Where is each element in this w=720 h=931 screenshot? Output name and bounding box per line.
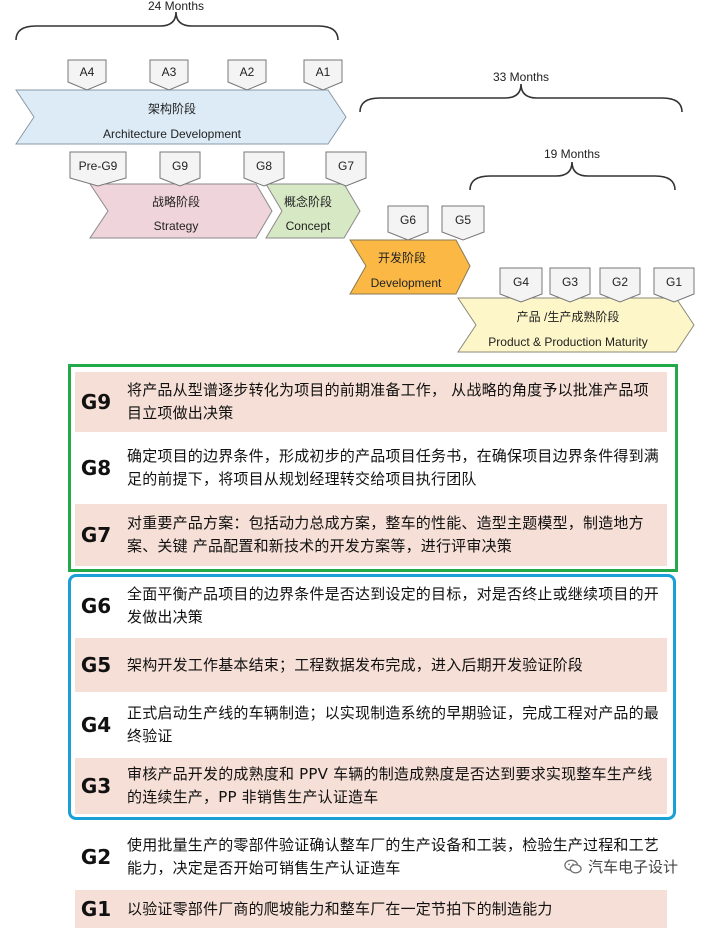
duration-33-months: 33 Months (493, 70, 549, 84)
gate-marker-a3: A3 (149, 59, 189, 91)
gate-description: 全面平衡产品项目的边界条件是否达到设定的目标，对是否终止或继续项目的开发做出决策 (127, 585, 660, 626)
duration-19-months: 19 Months (544, 147, 600, 161)
gate-tag-shape (69, 151, 127, 187)
phase-development (349, 239, 471, 295)
gate-tag-shape (549, 267, 591, 303)
gate-tag-shape (303, 59, 343, 91)
gate-row-g7: G7 对重要产品方案：包括动力总成方案，整车的性能、造型主题模型，制造地方案、关… (75, 504, 667, 566)
timeline-diagram: 24 Months 33 Months 19 Months 架构阶段 Archi… (15, 0, 695, 353)
gate-tag-shape (325, 151, 367, 187)
phase-architecture-development (15, 89, 347, 145)
gate-marker-g2: G2 (599, 267, 641, 303)
gate-description: 使用批量生产的零部件验证确认整车厂的生产设备和工装，检验生产过程和工艺能力，决定… (127, 836, 660, 877)
gate-label: G3 (562, 275, 578, 289)
gate-marker-g3: G3 (549, 267, 591, 303)
brace-19-months (469, 161, 676, 191)
brace-24-months (15, 11, 339, 41)
gate-description: 审核产品开发的成熟度和 PPV 车辆的制造成熟度是否达到要求实现整车生产线的连续… (127, 765, 653, 806)
gate-label: G9 (172, 159, 188, 173)
gate-code: G5 (80, 653, 112, 677)
phase-architecture-cn: 架构阶段 (148, 101, 196, 116)
gate-tag-shape (599, 267, 641, 303)
phase-maturity-cn: 产品 /生产成熟阶段 (517, 309, 620, 324)
gate-code: G4 (80, 713, 112, 737)
gate-label: A3 (162, 65, 177, 79)
gate-row-g4: G4 正式启动生产线的车辆制造；以实现制造系统的早期验证，完成工程对产品的最终验… (75, 696, 667, 754)
gate-label: G7 (338, 159, 354, 173)
gate-label: G1 (666, 275, 682, 289)
gate-marker-g5: G5 (441, 205, 485, 241)
duration-24-months: 24 Months (148, 0, 204, 13)
gate-tag-shape (653, 267, 695, 303)
watermark-text: 汽车电子设计 (588, 858, 679, 876)
gate-marker-g6: G6 (387, 205, 429, 241)
gate-marker-g4: G4 (499, 267, 543, 303)
gate-tag-shape (227, 59, 267, 91)
phase-architecture-en: Architecture Development (103, 127, 242, 141)
gate-row-g1: G1 以验证零部件厂商的爬坡能力和整车厂在一定节拍下的制造能力 (75, 890, 667, 928)
gate-tag-shape (67, 59, 107, 91)
gate-code: G3 (80, 774, 112, 798)
gate-code: G6 (80, 594, 112, 618)
gate-tag-shape (387, 205, 429, 241)
gate-row-g9: G9 将产品从型谱逐步转化为项目的前期准备工作， 从战略的角度予以批准产品项目立… (75, 372, 667, 432)
phase-concept-en: Concept (286, 219, 331, 233)
gate-code: G8 (80, 456, 112, 480)
gate-label: G4 (513, 275, 529, 289)
phase-concept-cn: 概念阶段 (284, 194, 332, 209)
gate-description: 将产品从型谱逐步转化为项目的前期准备工作， 从战略的角度予以批准产品项目立项做出… (127, 381, 649, 422)
gate-marker-a2: A2 (227, 59, 267, 91)
phase-development-en: Development (371, 276, 442, 290)
gate-label: G8 (256, 159, 272, 173)
gate-code: G2 (80, 845, 112, 869)
phase-strategy (89, 183, 273, 239)
phase-strategy-cn: 战略阶段 (152, 194, 200, 209)
gate-label: A2 (240, 65, 255, 79)
gate-code: G7 (80, 523, 112, 547)
phase-strategy-en: Strategy (154, 219, 199, 233)
gate-row-g3: G3 审核产品开发的成熟度和 PPV 车辆的制造成熟度是否达到要求实现整车生产线… (75, 758, 667, 814)
phase-maturity-en: Product & Production Maturity (488, 335, 647, 349)
watermark: 汽车电子设计 (564, 856, 678, 877)
gate-marker-g9: G9 (159, 151, 201, 187)
development-gates-frame (68, 574, 676, 820)
gate-marker-g8: G8 (243, 151, 285, 187)
gate-row-g6: G6 全面平衡产品项目的边界条件是否达到设定的目标，对是否终止或继续项目的开发做… (75, 580, 667, 632)
gate-label: Pre-G9 (79, 159, 118, 173)
gate-marker-g1: G1 (653, 267, 695, 303)
phase-development-cn: 开发阶段 (378, 250, 426, 265)
gate-description: 正式启动生产线的车辆制造；以实现制造系统的早期验证，完成工程对产品的最终验证 (127, 704, 660, 745)
gate-row-g8: G8 确定项目的边界条件，形成初步的产品项目任务书，在确保项目边界条件得到满足的… (75, 436, 667, 500)
gate-marker-a4: A4 (67, 59, 107, 91)
gate-row-g2: G2 使用批量生产的零部件验证确认整车厂的生产设备和工装，检验生产过程和工艺能力… (75, 828, 667, 886)
gate-label: G2 (612, 275, 628, 289)
gate-description: 确定项目的边界条件，形成初步的产品项目任务书，在确保项目边界条件得到满足的前提下… (127, 447, 660, 488)
gate-label: G5 (455, 213, 471, 227)
wechat-icon (564, 859, 582, 873)
gate-marker-pre-g9: Pre-G9 (69, 151, 127, 187)
gate-label: A1 (316, 65, 331, 79)
gate-description: 对重要产品方案：包括动力总成方案，整车的性能、造型主题模型，制造地方案、关键 产… (127, 514, 644, 555)
gate-label: A4 (80, 65, 95, 79)
gate-row-g5: G5 架构开发工作基本结束；工程数据发布完成，进入后期开发验证阶段 (75, 638, 667, 692)
brace-33-months (359, 83, 683, 113)
gate-marker-g7: G7 (325, 151, 367, 187)
gate-tag-shape (499, 267, 543, 303)
gate-description: 以验证零部件厂商的爬坡能力和整车厂在一定节拍下的制造能力 (127, 899, 553, 918)
gate-code: G1 (80, 897, 112, 921)
gate-label: G6 (400, 213, 416, 227)
gate-tag-shape (243, 151, 285, 187)
gate-tag-shape (149, 59, 189, 91)
gate-tag-shape (159, 151, 201, 187)
strategy-gates-frame (68, 364, 678, 572)
gate-marker-a1: A1 (303, 59, 343, 91)
gate-code: G9 (80, 390, 112, 414)
gate-description: 架构开发工作基本结束；工程数据发布完成，进入后期开发验证阶段 (127, 655, 584, 674)
gate-tag-shape (441, 205, 485, 241)
